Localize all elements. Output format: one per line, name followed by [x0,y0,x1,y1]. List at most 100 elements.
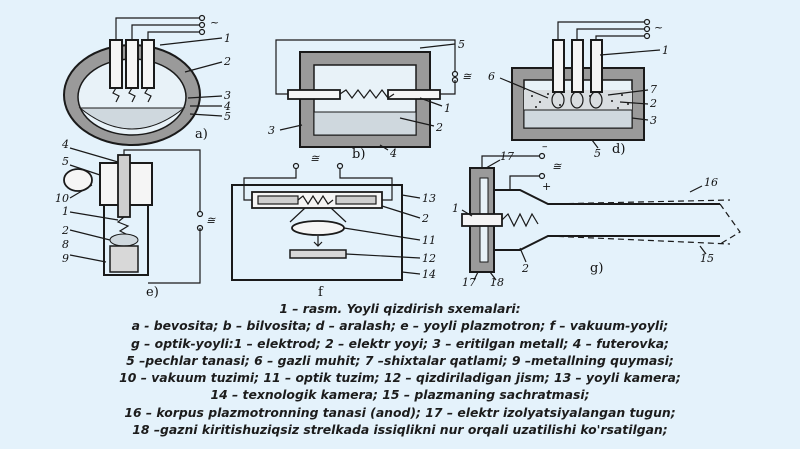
charge-layer-d [524,90,632,110]
caption-line: a - bevosita; b – bilvosita; d – aralash… [131,318,669,334]
panel-e: ≅ 4 5 10 1 2 8 9 e) [55,138,216,300]
molten-metal-a [78,107,186,130]
label-b-5: 5 [458,38,465,51]
charge-dots-d [531,93,629,109]
supply-symbol-d: ~ [654,21,663,34]
electrode-f-left [257,195,299,205]
label-e-8: 8 [62,238,69,251]
caption-line: 16 – korpus plazmotronning tanasi (anod)… [124,404,676,420]
arc-a [112,87,152,103]
electrode-e [117,154,131,218]
molten-drop-e [109,233,139,247]
beam-f [289,207,347,223]
arc-g [501,212,539,228]
label-d-3: 3 [650,114,657,127]
chamber-walls-e [103,205,149,276]
plasma-jet-g [547,199,741,245]
panel-label-d: d) [612,142,625,157]
optical-system-f [291,220,345,236]
panel-label-e: e) [146,285,159,300]
label-g-16: 16 [704,176,718,189]
electrode-f-right [335,195,377,205]
caption-line: 18 –gazni kiritishuziqsiz strelkada issi… [132,422,668,438]
arc-f [297,194,334,206]
label-e-2: 2 [61,224,69,237]
wires-b [275,39,456,95]
electrode-a2 [125,39,139,89]
panel-d: ~ 1 6 7 2 3 5 d) [488,18,669,160]
electrode-a3 [141,39,155,89]
label-a-4: 4 [223,100,231,113]
label-d-1: 1 [662,44,669,57]
molten-metal-d [523,109,633,129]
electrode-a1 [109,39,123,89]
label-f-12: 12 [422,252,436,265]
supply-symbol-f: ≅ [310,152,320,165]
anode-body-g [494,189,720,251]
arc-e [116,216,130,236]
terminal-minus-g: – [542,140,548,153]
electrode-g [461,213,503,227]
caption-line: 14 – texnologik kamera; 15 – plazmaning … [210,387,590,403]
label-g-18: 18 [490,276,504,289]
label-g-1: 1 [452,202,459,215]
label-e-10: 10 [55,192,69,205]
wires-f [243,168,393,201]
label-a-5: 5 [224,110,231,123]
arc-zones-d [551,91,603,109]
terminal-plus-g: + [542,180,551,193]
label-d-2: 2 [649,97,657,110]
label-f-11: 11 [422,234,436,247]
figure-caption: 1 – rasm. Yoyli qizdirish sxemalari: a -… [0,300,800,438]
ingot-e [109,245,139,273]
label-a-3: 3 [224,89,231,102]
supply-symbol-e: ≅ [206,214,216,227]
label-g-2: 2 [521,262,529,275]
label-b-3: 3 [268,124,275,137]
arc-b [339,89,395,99]
label-b-1: 1 [444,102,451,115]
label-a-2: 2 [223,55,231,68]
supply-symbol-g: ≅ [552,160,562,173]
vacuum-system-e [63,168,93,192]
heat-ray-f [313,236,323,247]
panel-label-f: f [318,285,324,300]
technological-chamber-f [231,184,403,281]
supply-symbol-a: ~ [210,16,219,29]
label-e-9: 9 [62,252,69,265]
electrode-b-right [387,89,441,100]
electrode-b-left [287,89,341,100]
label-d-5: 5 [594,147,601,160]
panel-label-g: g) [590,261,603,276]
label-b-4: 4 [389,147,397,160]
label-b-2: 2 [435,121,443,134]
panel-label-b: b) [352,147,365,162]
schematic-drawing: ~ 1 2 3 4 5 a) ≅ 5 1 2 3 4 b) [55,14,741,300]
panel-f: ≅ 13 2 11 12 14 f [231,152,436,300]
panel-label-a: a) [195,127,208,142]
molten-metal-b [313,111,417,136]
label-d-7: 7 [650,83,657,96]
panel-g: – + ≅ 17 1 2 16 15 17 18 g) [452,140,741,289]
caption-line: 5 –pechlar tanasi; 6 – gazli muhit; 7 –s… [126,352,674,368]
wires-g [481,155,540,190]
caption-title: 1 – rasm. Yoyli qizdirish sxemalari: [279,301,521,316]
wires-d [557,21,645,40]
label-d-6: 6 [488,70,495,83]
label-f-14: 14 [422,268,436,281]
wires-a [115,17,200,40]
electrode-d2 [571,39,584,93]
wires-e [123,149,201,284]
label-f-13: 13 [422,192,436,205]
electrode-d3 [590,39,603,93]
heated-body-f [289,249,347,259]
supply-symbol-b: ≅ [462,70,472,83]
label-g-15: 15 [700,252,714,265]
panel-b: ≅ 5 1 2 3 4 b) [268,38,472,162]
label-g-17: 17 [500,150,514,163]
label-e-5: 5 [62,155,69,168]
caption-line: g – optik-yoyli:1 – elektrod; 2 – elektr… [130,335,670,351]
label-f-2: 2 [421,212,429,225]
caption-line: 10 – vakuum tuzimi; 11 – optik tuzim; 12… [119,370,681,386]
